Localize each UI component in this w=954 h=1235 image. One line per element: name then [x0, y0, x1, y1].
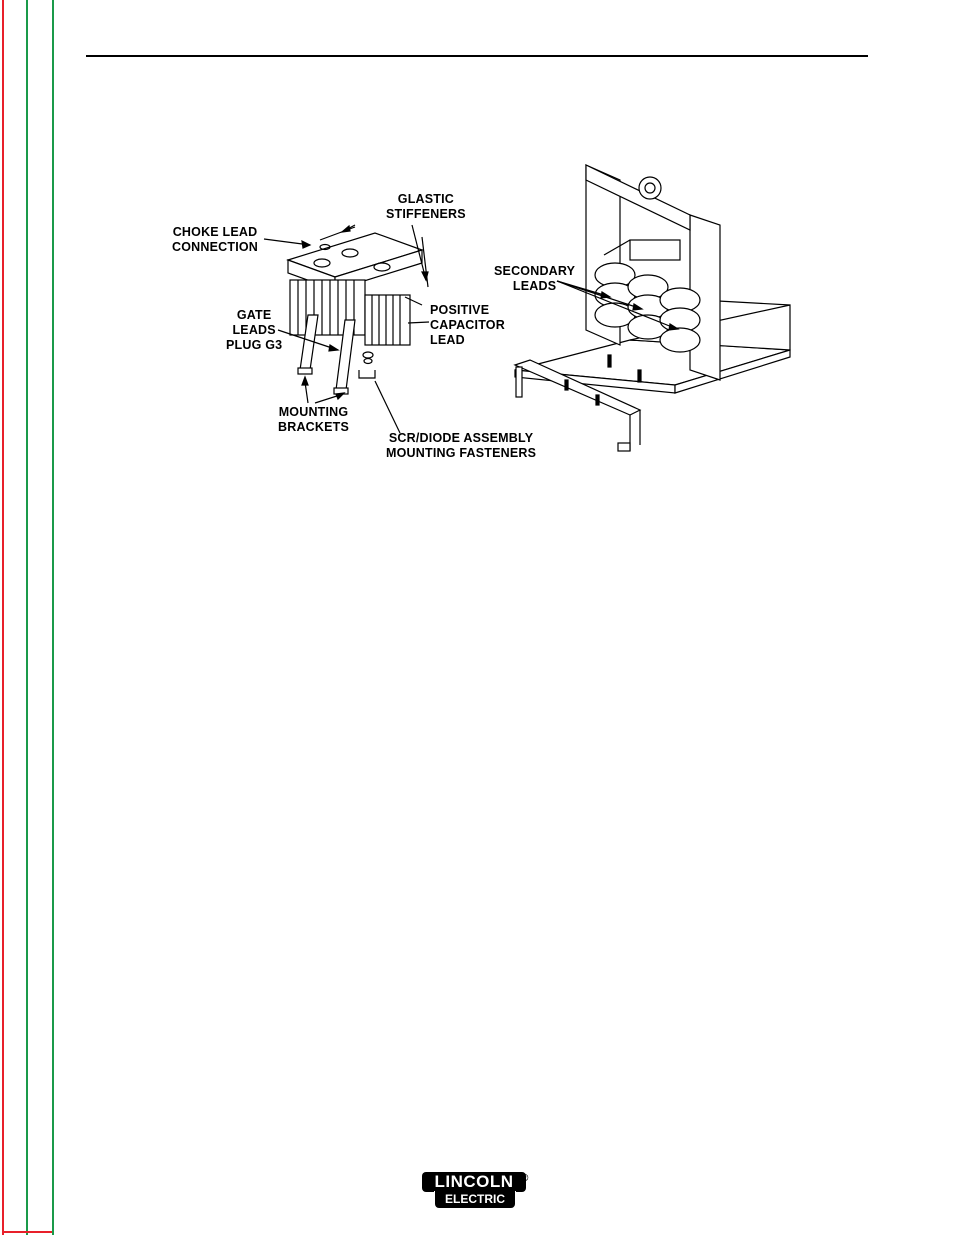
- label-glastic-stiffeners: GLASTIC STIFFENERS: [386, 192, 466, 222]
- transformer-base-drawing: [515, 165, 790, 451]
- lincoln-electric-logo: LINCOLN ELECTRIC ®: [422, 1172, 530, 1210]
- label-scr-diode: SCR/DIODE ASSEMBLY MOUNTING FASTENERS: [386, 431, 536, 461]
- label-positive-capacitor: POSITIVE CAPACITOR LEAD: [430, 303, 505, 348]
- logo-bottom-text: ELECTRIC: [434, 1191, 516, 1209]
- bottom-red-bar: [2, 1231, 52, 1233]
- scr-assembly-icon: [288, 227, 428, 394]
- logo-top-text: LINCOLN: [422, 1172, 526, 1192]
- inner-green-bar: [52, 0, 54, 1235]
- header-rule: [86, 55, 868, 57]
- left-red-bar: [2, 0, 4, 1235]
- label-mounting-brackets: MOUNTING BRACKETS: [278, 405, 349, 435]
- label-gate-leads: GATE LEADS PLUG G3: [226, 308, 282, 353]
- assembly-figure: CHOKE LEAD CONNECTION GLASTIC STIFFENERS…: [160, 155, 810, 465]
- label-choke-lead: CHOKE LEAD CONNECTION: [172, 225, 258, 255]
- registered-mark: ®: [521, 1173, 528, 1184]
- label-secondary-leads: SECONDARY LEADS: [494, 264, 575, 294]
- left-green-bar: [26, 0, 28, 1235]
